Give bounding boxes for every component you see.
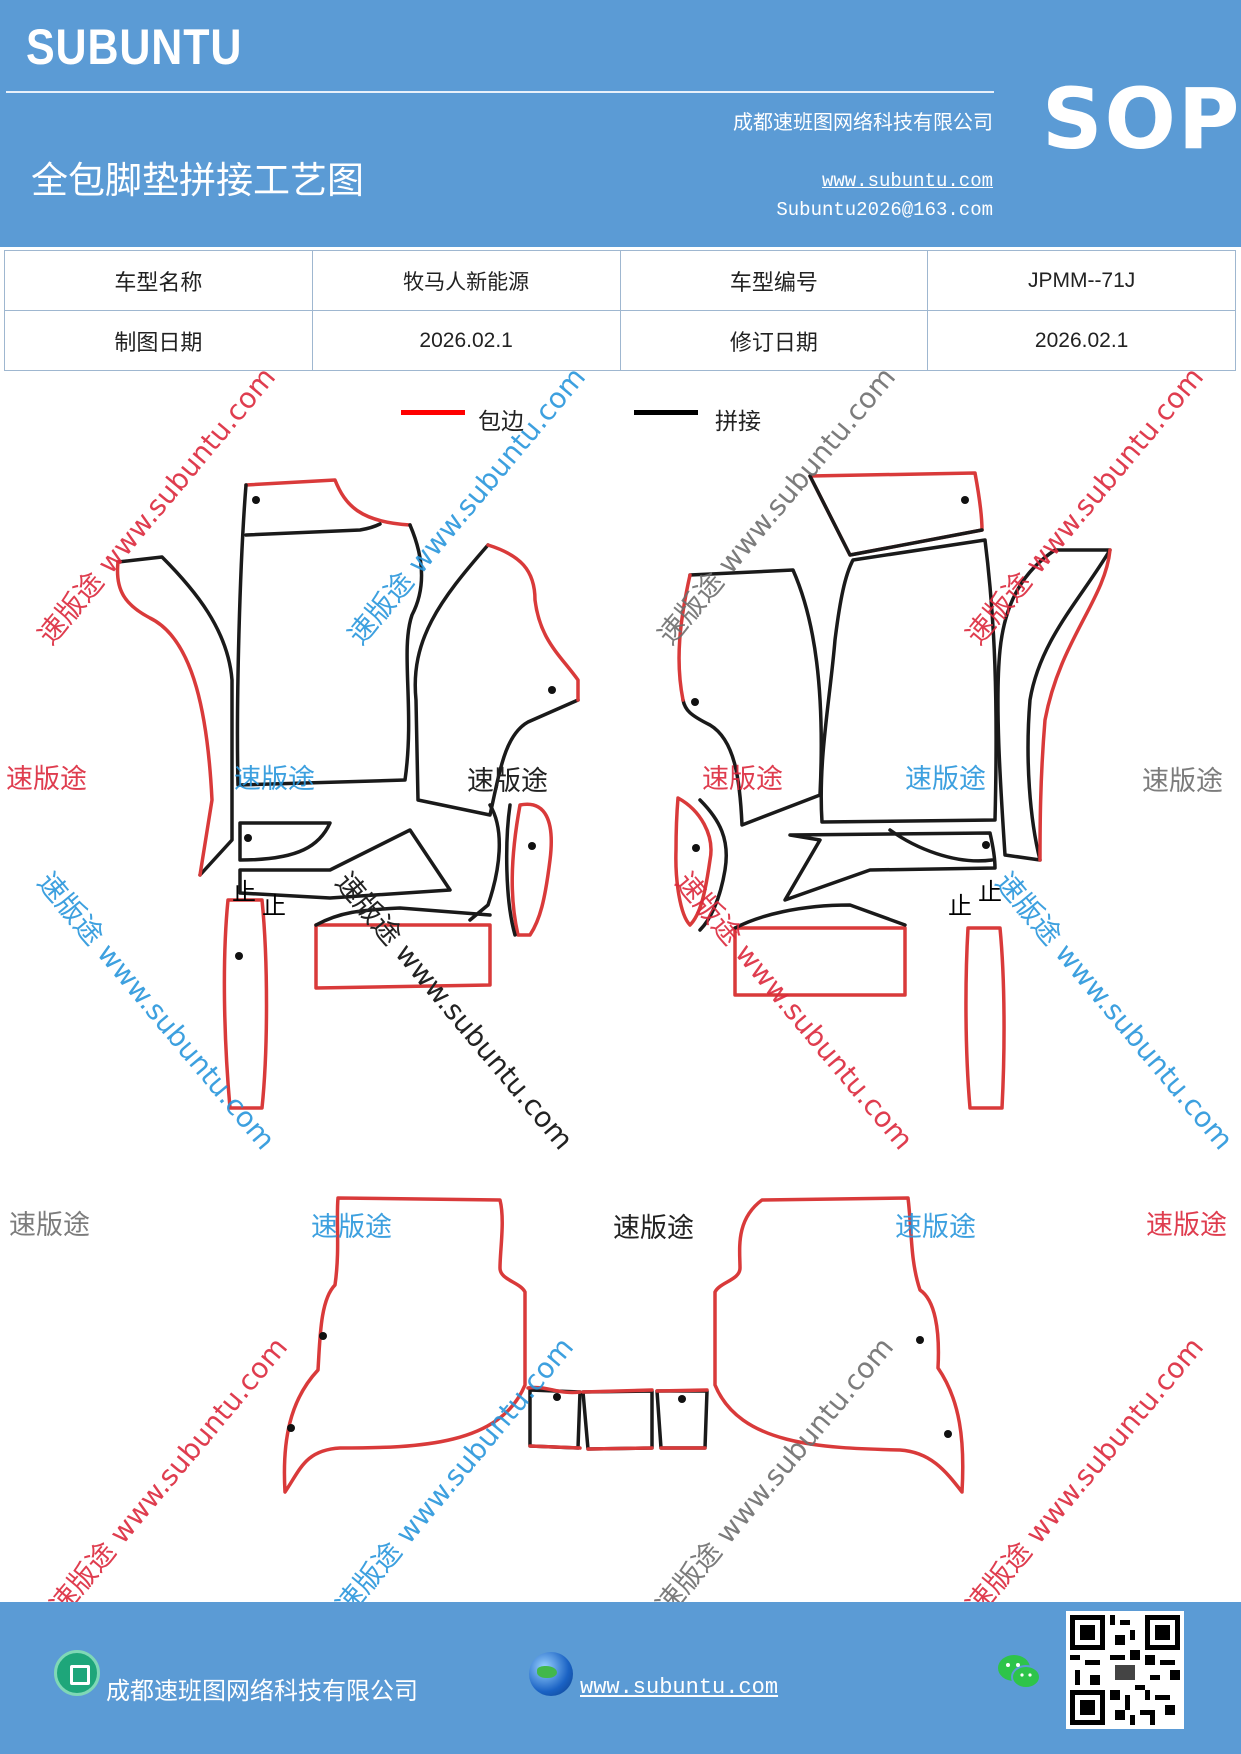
mat-piece-r-lower-2 [888, 828, 994, 863]
mat-piece-center-top [244, 478, 412, 527]
marker-dot [548, 686, 556, 694]
mat-piece-heel-strip [468, 803, 502, 922]
qr-code[interactable] [1066, 1611, 1184, 1729]
watermark-label: 速版途 [702, 764, 783, 795]
rear-mat-center-edge [526, 1385, 709, 1451]
vehicle-info-table: 车型名称 牧马人新能源 车型编号 JPMM--71J 制图日期 2026.02.… [4, 250, 1236, 371]
watermark-label: 速版途 [467, 766, 548, 797]
label-model-name: 车型名称 [4, 250, 313, 311]
mat-piece-r-tall-strip [964, 926, 1006, 1110]
marker-dot [916, 1336, 924, 1344]
mat-piece-side-inner [504, 803, 517, 937]
header-divider [6, 91, 994, 93]
mat-piece-left-wing [116, 555, 234, 877]
mat-piece-r-right-wing-edge [1038, 548, 1112, 862]
footer-website-link[interactable]: www.subuntu.com [580, 1675, 779, 1700]
mat-piece-r-footwell [733, 926, 907, 997]
table-row: 制图日期 2026.02.1 修订日期 2026.02.1 [4, 310, 1236, 371]
company-home-icon [54, 1650, 100, 1696]
marker-dot [235, 952, 243, 960]
watermark-label: 速版途 [311, 1212, 392, 1243]
marker-dot [961, 496, 969, 504]
marker-dot [528, 842, 536, 850]
watermark-label: 速版途 [1142, 766, 1223, 797]
mat-piece-r-left-wing-edge [677, 573, 692, 702]
value-model-code: JPMM--71J [927, 250, 1236, 311]
header-email: Subuntu2026@163.com [776, 199, 993, 221]
table-row: 车型名称 牧马人新能源 车型编号 JPMM--71J [4, 250, 1236, 311]
rear-mat-right [713, 1196, 965, 1494]
mat-piece-lower-strip-2 [238, 828, 452, 900]
mat-piece-footwell-left [314, 923, 492, 990]
mat-piece-center-top-split [244, 522, 382, 537]
mat-piece-r-lower [783, 831, 997, 902]
marker-dot [982, 841, 990, 849]
brand-logo-text: SUBUNTU [26, 19, 243, 75]
label-draw-date: 制图日期 [4, 310, 313, 371]
mat-piece-lower-strip-1 [238, 821, 332, 862]
header-company-name: 成都速班图网络科技有限公司 [733, 110, 993, 134]
marker-dot [678, 1395, 686, 1403]
legend-edge-swatch [401, 410, 465, 415]
mat-piece-r-footwell-top [733, 903, 907, 930]
watermark-label: 速版途 [6, 764, 87, 795]
mat-piece-r-top-split [808, 474, 984, 557]
mat-piece-center-main [235, 483, 424, 787]
marker-dot [691, 698, 699, 706]
marker-dot [944, 1430, 952, 1438]
mat-piece-right-wing-edge [486, 543, 580, 702]
stop-mark: 止 [232, 878, 256, 906]
footer-company-name: 成都速班图网络科技有限公司 [106, 1677, 418, 1705]
rear-mat-left [282, 1196, 527, 1494]
mat-piece-footwell-left-top [314, 906, 492, 927]
rear-mat-center-2 [581, 1389, 654, 1451]
watermark-label: 速版途 [613, 1213, 694, 1244]
mat-piece-right-wing [413, 543, 580, 817]
legend-splice-swatch [634, 410, 698, 415]
mat-piece-r-side-inner [698, 798, 728, 932]
stop-mark: 止 [978, 878, 1002, 906]
mat-piece-tall-strip-left [222, 898, 269, 1110]
sop-badge: SOP [1042, 70, 1241, 168]
header-website-link[interactable]: www.subuntu.com [821, 170, 993, 192]
marker-dot [252, 496, 260, 504]
wechat-icon [998, 1655, 1041, 1689]
value-draw-date: 2026.02.1 [311, 310, 621, 371]
stop-mark: 止 [262, 892, 286, 920]
watermark-label: 速版途 [9, 1210, 90, 1241]
legend-edge-label: 包边 [478, 409, 524, 435]
marker-dot [244, 834, 252, 842]
header-banner [0, 0, 1241, 247]
marker-dot [287, 1424, 295, 1432]
watermark-label: 速版途 [1146, 1210, 1227, 1241]
value-revision-date: 2026.02.1 [927, 310, 1236, 371]
mat-piece-left-wing-edge [115, 560, 214, 877]
value-model-name: 牧马人新能源 [311, 250, 621, 311]
globe-icon [529, 1652, 573, 1696]
stop-mark: 止 [948, 892, 972, 920]
mat-piece-r-left-wing [681, 568, 824, 827]
page-title: 全包脚垫拼接工艺图 [31, 159, 364, 202]
label-model-code: 车型编号 [619, 250, 929, 311]
marker-dot [319, 1332, 327, 1340]
label-revision-date: 修订日期 [619, 310, 929, 371]
watermark-label: 速版途 [234, 764, 315, 795]
mat-piece-side-edge [510, 802, 553, 937]
watermark-label: 速版途 [905, 764, 986, 795]
mat-piece-r-side [674, 796, 713, 927]
qr-code-pattern [1070, 1615, 1180, 1725]
legend-splice-label: 拼接 [715, 409, 761, 435]
marker-dot [553, 1393, 561, 1401]
watermark-label: 速版途 [895, 1212, 976, 1243]
marker-dot [692, 844, 700, 852]
